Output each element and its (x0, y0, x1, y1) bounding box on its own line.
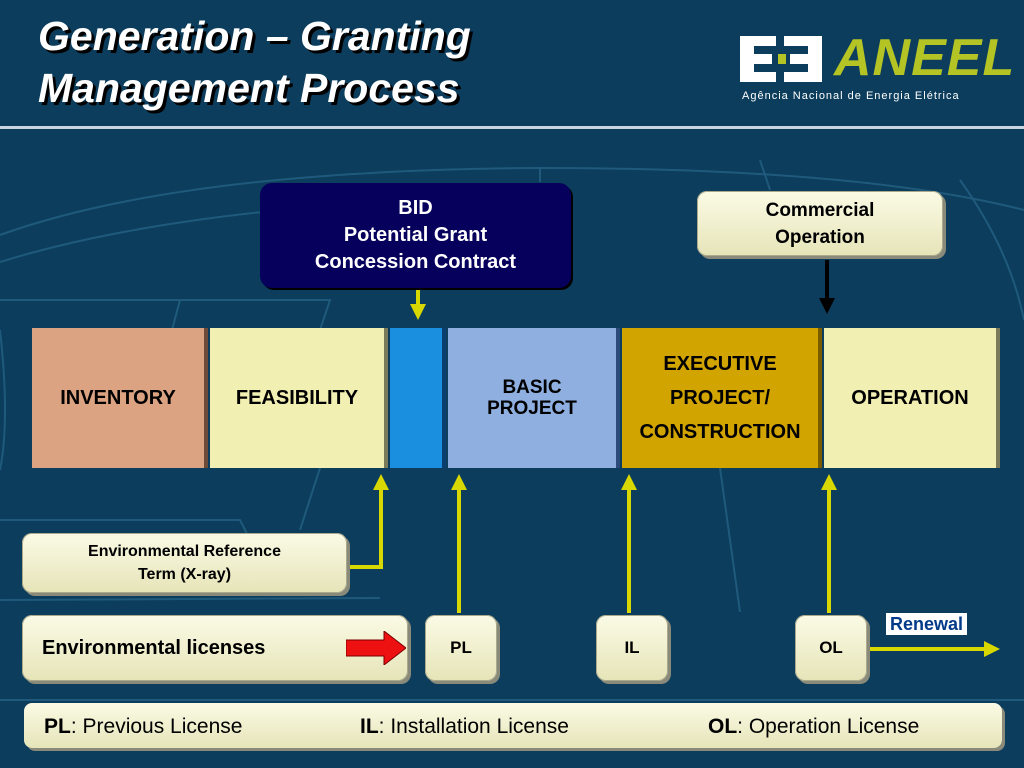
legend-pl-abbr: PL (44, 715, 71, 738)
bid-line-1: BID (398, 197, 433, 219)
license-pl-label: PL (450, 638, 472, 657)
license-ol-box: OL (795, 615, 867, 681)
slide-title-line-2: Management Process (38, 65, 460, 111)
license-il-box: IL (596, 615, 668, 681)
bid-line-3: Concession Contract (314, 251, 517, 273)
bid-box: BID Potential Grant Concession Contract (260, 183, 571, 288)
legend-ol-text: : Operation License (737, 715, 920, 738)
stage-bid-gap (390, 328, 446, 468)
stage-basic-project: BASIC PROJECT (448, 328, 620, 468)
environmental-licenses-box: Environmental licenses (22, 615, 408, 681)
envlic-label: Environmental licenses (42, 636, 266, 659)
commercial-operation-box: Commercial Operation (697, 191, 943, 256)
stage-operation-label: OPERATION (851, 386, 969, 409)
stage-feasibility: FEASIBILITY (210, 328, 388, 468)
header-divider (0, 126, 1024, 129)
aneel-logo-subtitle: Agência Nacional de Energia Elétrica (742, 90, 960, 102)
stage-feasibility-label: FEASIBILITY (235, 386, 359, 409)
stage-inventory-label: INVENTORY (60, 386, 176, 409)
slide-title: Generation – Granting Management Process (38, 10, 471, 114)
license-pl-box: PL (425, 615, 497, 681)
stage-executive-construction: EXECUTIVE PROJECT/ CONSTRUCTION (622, 328, 822, 468)
commercial-line-1: Commercial (765, 199, 875, 221)
renewal-label: Renewal (886, 613, 968, 635)
legend-pl-text: : Previous License (70, 715, 243, 738)
legend-ol-abbr: OL (708, 715, 738, 738)
aneel-logo-mark-icon (740, 36, 822, 82)
stage-executive-line-3: CONSTRUCTION (639, 421, 801, 443)
stage-operation: OPERATION (824, 328, 1000, 468)
stage-basic-line-1: BASIC (502, 377, 562, 398)
license-il-label: IL (624, 638, 640, 657)
license-ol-label: OL (819, 638, 843, 657)
environmental-reference-box: Environmental Reference Term (X-ray) (22, 533, 347, 593)
stage-basic-line-2: PROJECT (487, 398, 577, 419)
envref-line-1: Environmental Reference (88, 543, 281, 560)
legend-ol: OL: Operation License (708, 715, 919, 739)
legend-il-abbr: IL (360, 715, 379, 738)
legend-pl: PL: Previous License (44, 715, 242, 739)
right-arrow-icon (346, 631, 406, 665)
envref-line-2: Term (X-ray) (137, 566, 232, 583)
license-legend: PL: Previous License IL: Installation Li… (24, 703, 1002, 748)
commercial-line-2: Operation (775, 226, 865, 248)
stage-inventory: INVENTORY (32, 328, 208, 468)
aneel-logo-word: ANEEL (834, 29, 1016, 87)
slide-title-line-1: Generation – Granting (38, 13, 471, 59)
legend-il: IL: Installation License (360, 715, 569, 739)
bid-line-2: Potential Grant (343, 224, 488, 246)
stage-executive-line-1: EXECUTIVE (663, 353, 777, 375)
aneel-logo: ANEEL Agência Nacional de Energia Elétri… (736, 28, 1014, 108)
legend-il-text: : Installation License (378, 715, 569, 738)
stage-executive-line-2: PROJECT/ (669, 387, 771, 409)
